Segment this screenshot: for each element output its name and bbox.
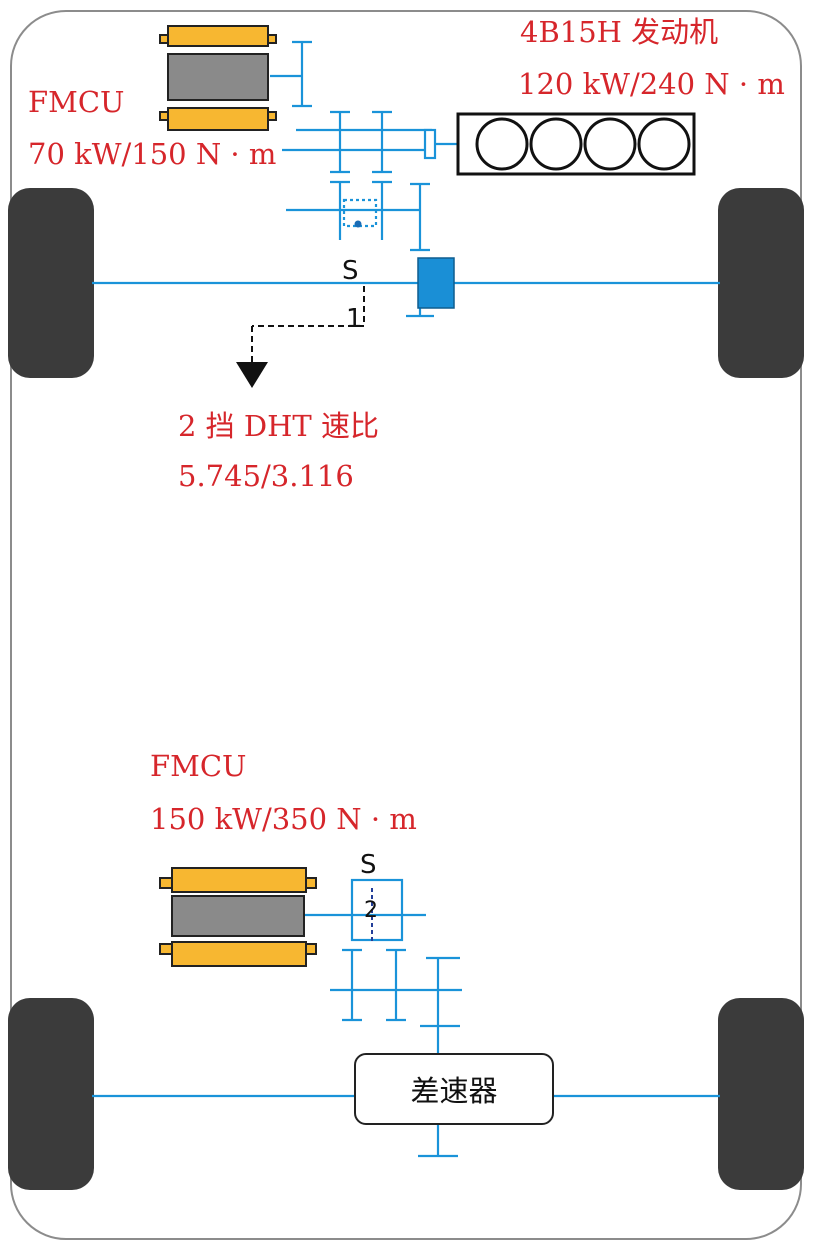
- shift-arrow: [236, 362, 268, 388]
- engine-spec: 120 kW/240 N · m: [518, 67, 785, 101]
- differential-label: 差速器: [410, 1074, 498, 1108]
- rear-motor-name: FMCU: [150, 749, 247, 783]
- front-left-tire: [8, 188, 94, 378]
- differential: 差速器: [354, 1053, 554, 1125]
- rear-sync-s: S: [360, 850, 377, 880]
- front-sync-s: S: [342, 256, 359, 286]
- dht-name: 2 挡 DHT 速比: [178, 409, 379, 443]
- rear-left-tire: [8, 998, 94, 1190]
- engine-block: [456, 112, 696, 176]
- vehicle-frame: [10, 10, 802, 1240]
- front-motor-spec: 70 kW/150 N · m: [28, 137, 277, 171]
- rear-motor-spec: 150 kW/350 N · m: [150, 802, 417, 836]
- front-motor: [159, 25, 277, 131]
- rear-right-tire: [718, 998, 804, 1190]
- rear-sync-gear: 2: [364, 898, 378, 923]
- rear-motor: [159, 867, 317, 967]
- front-sync-gear: 1: [346, 304, 363, 334]
- front-motor-name: FMCU: [28, 85, 125, 119]
- dht-ratio: 5.745/3.116: [178, 459, 354, 493]
- clutch-block: [417, 257, 455, 309]
- front-right-tire: [718, 188, 804, 378]
- engine-name: 4B15H 发动机: [520, 15, 719, 49]
